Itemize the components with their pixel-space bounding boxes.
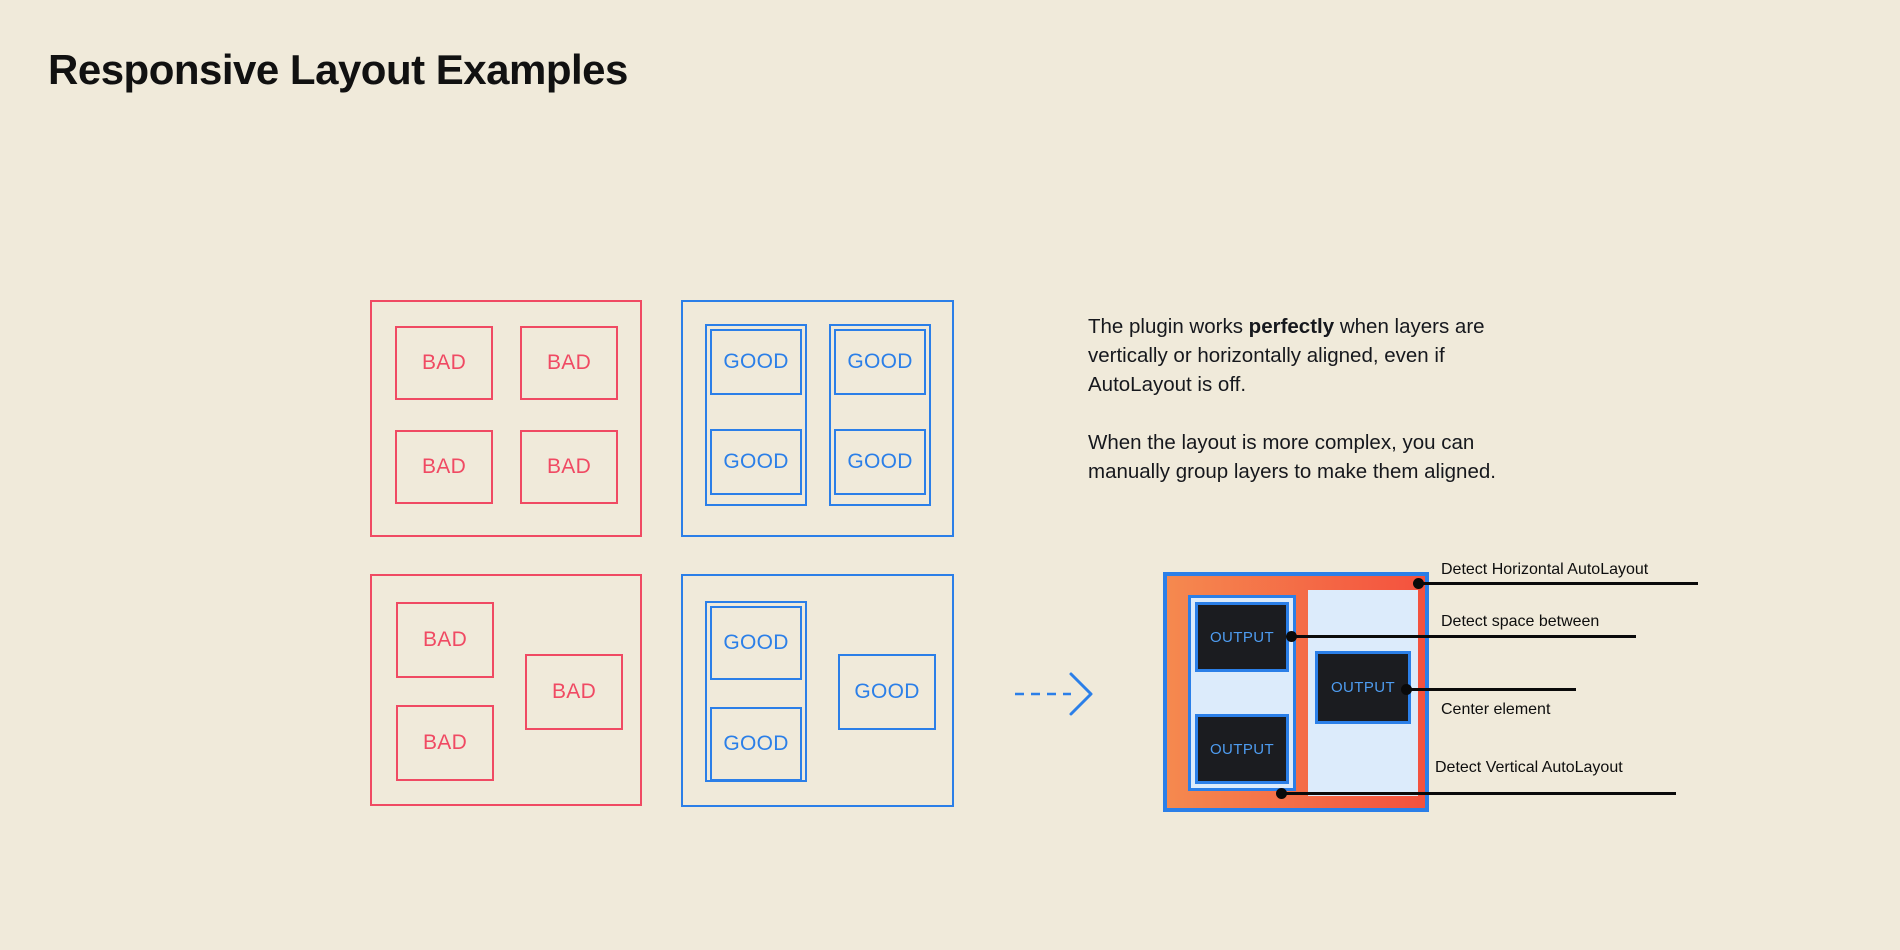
- good-cell: GOOD: [834, 429, 926, 495]
- mockup-preview: OUTPUT OUTPUT OUTPUT: [1163, 572, 1429, 812]
- cell-label: GOOD: [847, 350, 913, 373]
- page-title: Responsive Layout Examples: [48, 46, 628, 93]
- annotation-line: [1418, 582, 1698, 585]
- cell-label: GOOD: [723, 450, 789, 473]
- good-group-right: [829, 324, 931, 506]
- example-complex-misaligned: BAD BAD BAD: [370, 574, 642, 806]
- paragraph-1-bold: perfectly: [1248, 315, 1335, 338]
- cell-label: GOOD: [723, 350, 789, 373]
- example-grid-misaligned: BAD BAD BAD BAD: [370, 300, 642, 537]
- output-label: OUTPUT: [1330, 679, 1396, 696]
- cell-label: GOOD: [723, 631, 789, 654]
- good-cell: GOOD: [710, 429, 802, 495]
- cell-label: BAD: [422, 628, 468, 651]
- cell-label: BAD: [421, 455, 467, 478]
- good-group-left: [705, 324, 807, 506]
- description-text: The plugin works perfectly when layers a…: [1088, 312, 1508, 486]
- example-grid-aligned: GOOD GOOD GOOD GOOD: [681, 300, 954, 537]
- cell-label: BAD: [546, 351, 592, 374]
- paragraph-2: When the layout is more complex, you can…: [1088, 431, 1496, 483]
- annotation-line: [1291, 635, 1636, 638]
- dashed-right-arrow-icon: [1015, 670, 1097, 723]
- output-block: OUTPUT: [1195, 602, 1289, 672]
- bad-cell: BAD: [520, 326, 618, 400]
- output-label: OUTPUT: [1209, 628, 1275, 646]
- cell-label: GOOD: [854, 680, 920, 703]
- example-complex-grouped: GOOD GOOD GOOD: [681, 574, 954, 807]
- bad-cell: BAD: [396, 602, 494, 678]
- bad-cell: BAD: [520, 430, 618, 504]
- bad-cell: BAD: [525, 654, 623, 730]
- cell-label: BAD: [422, 731, 468, 754]
- good-cell: GOOD: [710, 707, 802, 781]
- bad-cell: BAD: [395, 430, 493, 504]
- good-cell: GOOD: [710, 606, 802, 680]
- good-cell: GOOD: [834, 329, 926, 395]
- cell-label: BAD: [546, 455, 592, 478]
- annotation-label-detect-space-between: Detect space between: [1441, 613, 1600, 630]
- paragraph-1-tail: when layers are vertically or horizontal…: [1088, 315, 1485, 396]
- cell-label: GOOD: [723, 732, 789, 755]
- annotation-label-detect-vertical-autolayout: Detect Vertical AutoLayout: [1435, 759, 1623, 776]
- good-cell: GOOD: [838, 654, 936, 730]
- output-block: OUTPUT: [1315, 651, 1411, 724]
- bad-cell: BAD: [396, 705, 494, 781]
- cell-label: BAD: [551, 680, 597, 703]
- output-label: OUTPUT: [1209, 740, 1275, 758]
- output-block: OUTPUT: [1195, 714, 1289, 784]
- annotation-line: [1406, 688, 1576, 691]
- bad-cell: BAD: [395, 326, 493, 400]
- cell-label: BAD: [421, 351, 467, 374]
- cell-label: GOOD: [847, 450, 913, 473]
- annotation-label-detect-horizontal-autolayout: Detect Horizontal AutoLayout: [1441, 561, 1649, 578]
- paragraph-1: The plugin works perfectly when layers a…: [1088, 312, 1508, 399]
- annotation-label-center-element: Center element: [1441, 701, 1551, 718]
- paragraph-1-lead: The plugin works: [1088, 315, 1249, 338]
- good-cell: GOOD: [710, 329, 802, 395]
- good-group-stack: [705, 601, 807, 782]
- mockup-left-group-outline: [1188, 595, 1296, 791]
- annotation-line: [1281, 792, 1676, 795]
